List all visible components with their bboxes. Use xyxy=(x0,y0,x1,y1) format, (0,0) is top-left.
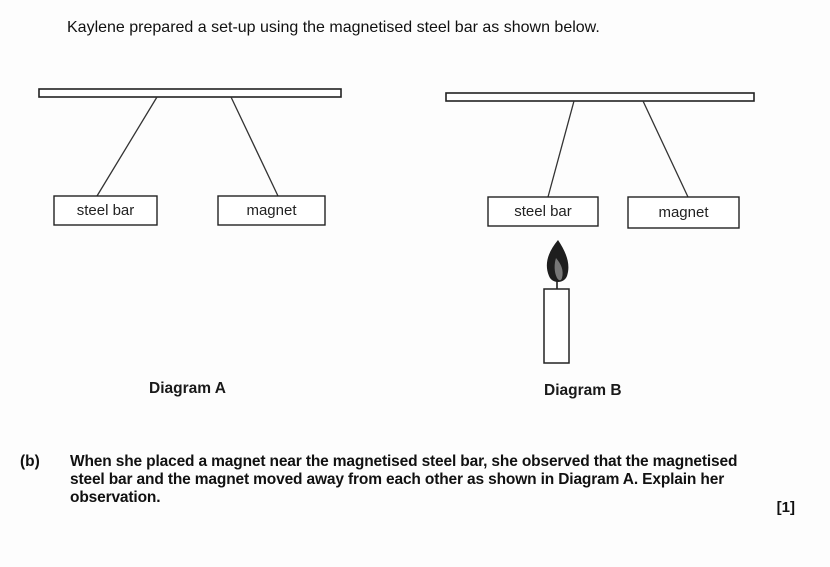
steel-bar-box-b: steel bar xyxy=(487,196,599,227)
string-a-left xyxy=(96,96,158,197)
steel-bar-label-a: steel bar xyxy=(77,202,135,219)
magnet-box-b: magnet xyxy=(627,196,740,229)
question-marks: [1] xyxy=(776,499,795,516)
intro-text: Kaylene prepared a set-up using the magn… xyxy=(67,19,600,36)
magnet-box-a: magnet xyxy=(217,195,326,226)
caption-diagram-b: Diagram B xyxy=(544,382,622,399)
support-rod-b xyxy=(445,92,755,102)
question-label: (b) xyxy=(20,453,40,470)
diagram-a: steel bar magnet xyxy=(38,88,342,226)
magnet-label-a: magnet xyxy=(246,202,297,219)
question-text: When she placed a magnet near the magnet… xyxy=(70,453,738,506)
candle-icon xyxy=(543,240,570,364)
magnet-label-b: magnet xyxy=(658,204,709,221)
candle-body xyxy=(543,288,570,364)
string-b-right xyxy=(642,100,689,198)
steel-bar-box-a: steel bar xyxy=(53,195,158,226)
caption-diagram-a: Diagram A xyxy=(149,380,226,397)
steel-bar-label-b: steel bar xyxy=(514,203,572,220)
string-b-left xyxy=(547,100,575,198)
diagram-b: steel bar magnet xyxy=(445,92,755,364)
support-rod-a xyxy=(38,88,342,98)
string-a-right xyxy=(230,96,279,197)
